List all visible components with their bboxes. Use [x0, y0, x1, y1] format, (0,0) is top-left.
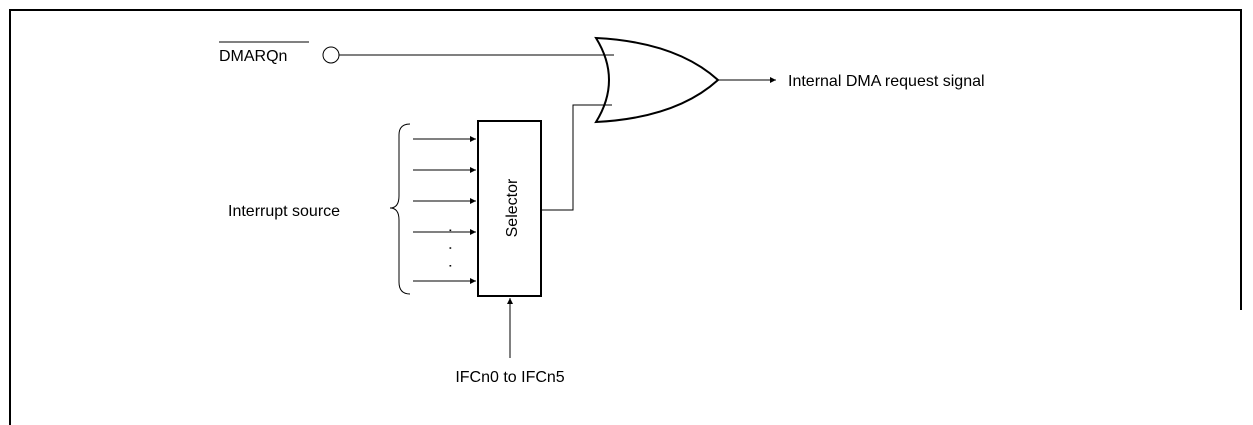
- selector-label: Selector: [504, 178, 521, 237]
- selector-output-wire: [541, 104, 612, 211]
- diagram-frame: [9, 9, 1242, 425]
- vertical-ellipsis: · · ·: [442, 228, 459, 273]
- output-label: Internal DMA request signal: [788, 73, 985, 90]
- control-label: IFCn0 to IFCn5: [455, 369, 564, 386]
- dmarq-pin-icon: [322, 46, 340, 64]
- dmarq-label: DMARQn: [219, 48, 287, 65]
- selector-box: [477, 120, 542, 297]
- interrupt-source-label: Interrupt source: [228, 203, 340, 220]
- or-gate-icon: [594, 36, 720, 124]
- interrupt-brace: [389, 123, 411, 295]
